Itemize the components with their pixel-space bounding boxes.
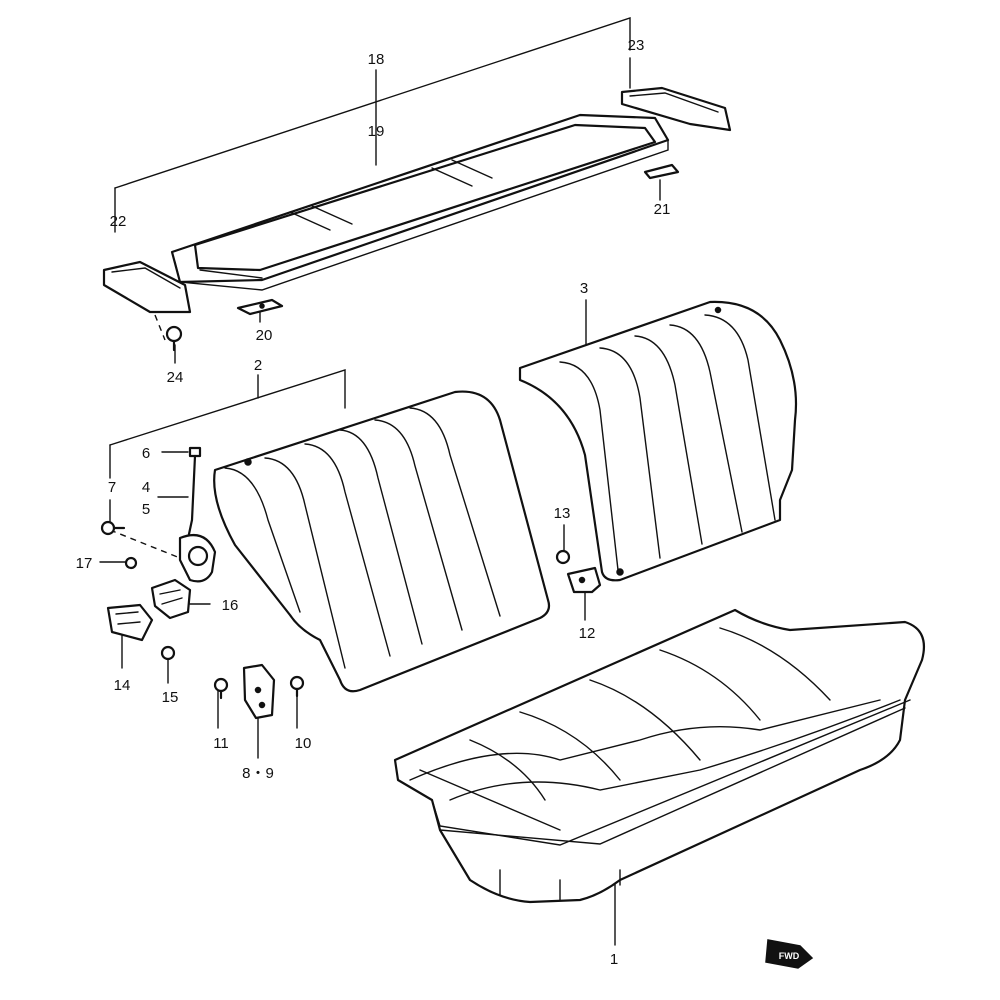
callout-8-9: 8・9 xyxy=(242,765,274,782)
callout-16: 16 xyxy=(222,597,239,614)
shelf-clip-21 xyxy=(643,163,680,180)
callout-4: 4 xyxy=(142,479,150,496)
callout-2: 2 xyxy=(254,357,262,374)
callout-7: 7 xyxy=(108,479,116,496)
screw-24 xyxy=(165,325,183,352)
callout-5: 5 xyxy=(142,501,150,518)
callout-labels: 18 19 23 22 21 20 24 3 2 6 4 5 7 17 16 1… xyxy=(76,37,671,968)
callout-6: 6 xyxy=(142,445,150,462)
hinge-12 xyxy=(566,566,602,594)
fwd-arrow-icon: FWD xyxy=(765,939,814,969)
callout-3: 3 xyxy=(580,280,588,297)
rear-package-shelf xyxy=(170,113,670,291)
callout-17: 17 xyxy=(76,555,93,572)
leader-lines xyxy=(99,17,661,946)
seat-cushion xyxy=(393,608,926,904)
shelf-side-bracket-right xyxy=(620,86,732,132)
callout-11: 11 xyxy=(213,735,229,752)
callout-21: 21 xyxy=(654,201,671,218)
nut-13 xyxy=(555,549,571,565)
shelf-clip-20 xyxy=(236,298,284,316)
callout-20: 20 xyxy=(256,327,273,344)
callout-15: 15 xyxy=(162,689,179,706)
callout-1: 1 xyxy=(610,951,618,968)
seat-belt-retractor xyxy=(178,446,217,583)
bolt-11 xyxy=(213,677,229,700)
fwd-label: FWD xyxy=(779,951,800,961)
callout-12: 12 xyxy=(579,625,596,642)
bracket-14 xyxy=(106,603,154,642)
callout-13: 13 xyxy=(554,505,571,522)
bolt-7 xyxy=(100,520,126,536)
callout-18: 18 xyxy=(368,51,385,68)
callout-24: 24 xyxy=(167,369,184,386)
bolt-15 xyxy=(160,645,176,661)
seat-back-right xyxy=(518,300,798,582)
callout-22: 22 xyxy=(110,213,127,230)
callout-19: 19 xyxy=(368,123,385,140)
shelf-side-bracket-left xyxy=(102,260,192,314)
bolt-10 xyxy=(289,675,305,698)
seat-back-left xyxy=(213,390,551,693)
bracket-8-9 xyxy=(242,663,276,720)
callout-10: 10 xyxy=(295,735,312,752)
cover-16 xyxy=(150,578,192,620)
callout-23: 23 xyxy=(628,37,645,54)
callout-14: 14 xyxy=(114,677,131,694)
bolt-17 xyxy=(124,556,138,570)
